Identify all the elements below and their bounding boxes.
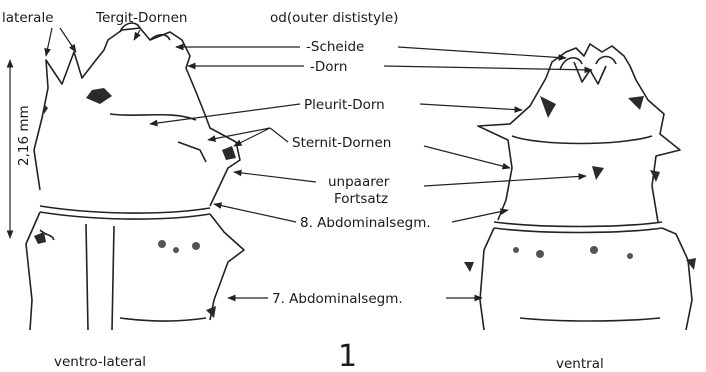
label-ventral: ventral	[556, 356, 604, 372]
figure-number: 1	[338, 339, 357, 372]
ventro-lateral-drawing	[26, 23, 244, 330]
ventral-drawing	[464, 44, 696, 330]
label-7-abdominalsegm: 7. Abdominalsegm.	[272, 291, 403, 307]
label-scheide: -Scheide	[306, 39, 364, 55]
label-dorn: -Dorn	[310, 59, 347, 75]
label-fortsatz: Fortsatz	[334, 191, 388, 207]
label-scale: 2,16 mm	[16, 105, 32, 166]
label-tergit-dornen: Tergit-Dornen	[95, 10, 187, 26]
label-unpaarer: unpaarer	[328, 174, 390, 190]
label-8-abdominalsegm: 8. Abdominalsegm.	[300, 215, 431, 231]
label-ventro-lateral: ventro-lateral	[54, 354, 146, 370]
label-sternit-dornen: Sternit-Dornen	[292, 135, 391, 151]
label-laterale: laterale	[2, 10, 54, 26]
label-pleurit-dorn: Pleurit-Dorn	[304, 97, 385, 113]
label-od: od(outer dististyle)	[270, 10, 398, 26]
